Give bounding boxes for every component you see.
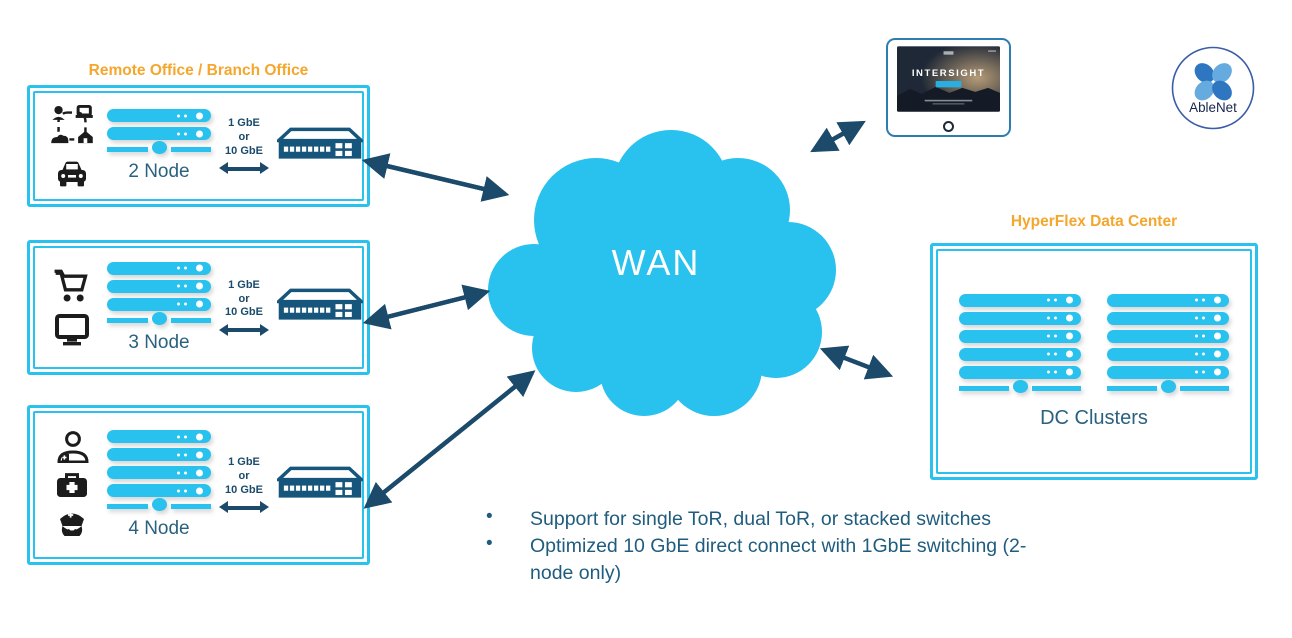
server-node-bar [959,347,1081,361]
cluster-box-4-node: 4 Node 1 GbE or 10 GbE [27,405,370,565]
cluster-box-2-node: 2 Node 1 GbE or 10 GbE [27,85,370,207]
wan-cloud: WAN [476,120,836,422]
switch-icon [277,466,363,499]
server-cluster-3-node: 3 Node [107,261,211,354]
list-item: • Support for single ToR, dual ToR, or s… [484,506,1044,533]
server-node-bar [1107,311,1229,325]
server-node-bar [107,279,211,293]
server-node-bar [959,311,1081,325]
node-count-label: 2 Node [128,161,190,182]
list-item: • Optimized 10 GbE direct connect with 1… [484,533,1044,587]
server-stack [1107,293,1229,393]
cluster-icons [43,431,101,539]
server-stack [107,430,211,511]
remote-office-title: Remote Office / Branch Office [88,62,309,79]
server-stack-base [959,379,1081,393]
ablenet-wordmark: AbleNet [1189,100,1237,115]
link-speed-label: 1 GbE or 10 GbE [225,456,263,496]
server-stack [959,293,1081,393]
wan-arrow-3node [366,284,491,325]
shopping-cart-icon [54,269,88,302]
server-stack-base [107,311,211,325]
server-node-bar [959,329,1081,343]
server-node-bar [107,127,211,140]
dc-cluster-stacks [959,293,1229,393]
ablenet-logo: AbleNet [1170,45,1256,131]
bullet-marker: • [486,506,493,527]
server-cluster-2-node: 2 Node [107,109,211,183]
server-node-bar [107,448,211,461]
car-icon [58,161,86,186]
switch-icon [277,127,363,160]
link-speed-label: 1 GbE or 10 GbE [225,278,263,319]
intersight-title: INTERSIGHT [912,68,985,79]
home-button-icon [943,121,954,132]
notes-list: • Support for single ToR, dual ToR, or s… [484,506,1044,587]
cluster-icons [43,268,101,347]
bidirectional-arrow [219,323,269,336]
bullet-text: Optimized 10 GbE direct connect with 1Gb… [530,534,1027,584]
node-count-label: 4 Node [128,518,190,539]
screen-cta-button [935,80,962,88]
monitor-icon [55,314,89,346]
dc-clusters-label: DC Clusters [1040,406,1148,429]
remote-work-icon [51,104,93,143]
server-cluster-4-node: 4 Node [107,430,211,540]
cluster-icons [43,104,101,189]
server-node-bar [1107,329,1229,343]
ablenet-clover-icon [1194,63,1232,101]
server-node-bar [1107,347,1229,361]
server-stack-base [1107,379,1229,393]
server-node-bar [107,466,211,479]
cloud-shape [488,130,836,416]
doctor-icon [57,431,89,463]
server-node-bar [107,109,211,122]
tablet-device: INTERSIGHT [886,38,1011,137]
cluster-box-3-node: 3 Node 1 GbE or 10 GbE [27,240,370,375]
server-node-bar [959,293,1081,307]
server-node-bar [1107,293,1229,307]
server-stack-base [107,141,211,154]
hyperflex-title: HyperFlex Data Center [1010,213,1178,230]
server-node-bar [1107,365,1229,379]
uplink: 1 GbE or 10 GbE [217,456,271,514]
wan-label: WAN [611,242,701,283]
bidirectional-arrow [219,162,269,175]
uplink: 1 GbE or 10 GbE [217,117,271,175]
bullet-text: Support for single ToR, dual ToR, or sta… [530,508,992,530]
server-node-bar [107,430,211,443]
server-stack [107,261,211,325]
server-node-bar [107,261,211,275]
switch-icon [277,288,363,322]
nurse-icon [60,512,84,536]
screen-logo [943,51,954,55]
node-count-label: 3 Node [128,331,190,353]
link-speed-label: 1 GbE or 10 GbE [225,117,263,157]
uplink: 1 GbE or 10 GbE [217,279,271,336]
bidirectional-arrow [219,501,269,514]
intersight-screen: INTERSIGHT [897,46,1000,112]
datacenter-box: DC Clusters [930,243,1258,480]
server-node-bar [107,297,211,311]
server-stack-base [107,498,211,511]
bullet-marker: • [486,532,493,554]
server-node-bar [959,365,1081,379]
server-stack [107,109,211,154]
server-node-bar [107,484,211,497]
first-aid-kit-icon [57,473,87,497]
